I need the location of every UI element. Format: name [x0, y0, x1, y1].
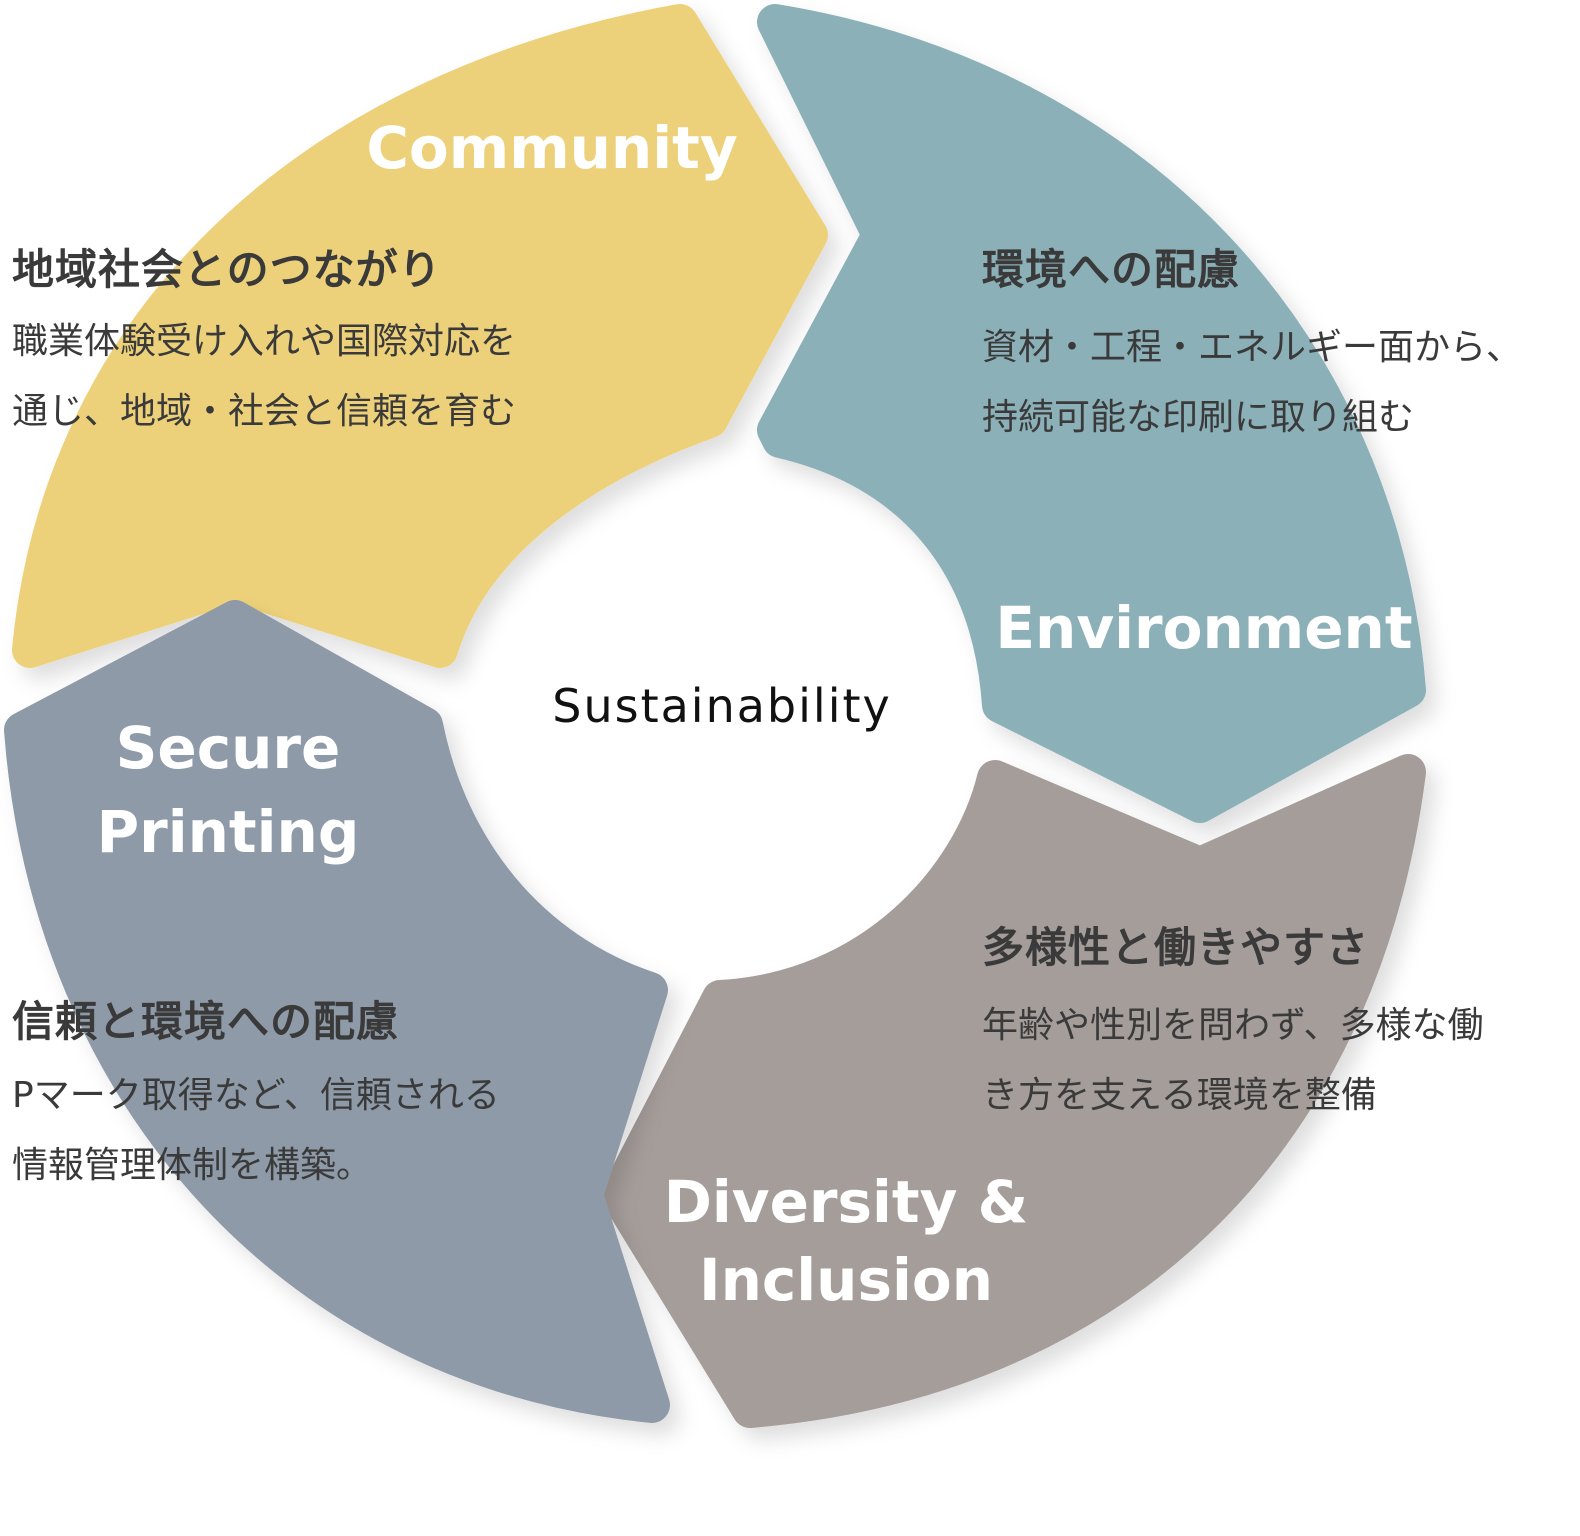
- community-body-line1: 職業体験受け入れや国際対応を: [12, 321, 517, 362]
- secure-title-line1: Secure: [116, 714, 341, 782]
- diversity-segment: [600, 754, 1426, 1428]
- secure-body-line2: 情報管理体制を構築。: [12, 1145, 373, 1186]
- environment-segment: [757, 4, 1426, 823]
- diversity-title-line1: Diversity &: [664, 1168, 1028, 1236]
- diversity-heading: 多様性と働きやすさ: [982, 923, 1370, 972]
- secure-heading: 信頼と環境への配慮: [12, 997, 400, 1046]
- community-title: Community: [366, 114, 737, 182]
- diversity-title-line2: Inclusion: [699, 1246, 993, 1314]
- secure-segment: [4, 600, 670, 1423]
- environment-body-line2: 持続可能な印刷に取り組む: [982, 397, 1415, 438]
- community-heading: 地域社会とのつながり: [12, 245, 442, 294]
- diversity-body-line2: き方を支える環境を整備: [982, 1075, 1377, 1116]
- center-label: Sustainability: [552, 679, 891, 733]
- environment-heading: 環境への配慮: [982, 245, 1241, 294]
- environment-body-line1: 資材・工程・エネルギー面から、: [982, 327, 1523, 368]
- community-body-line2: 通じ、地域・社会と信頼を育む: [12, 391, 517, 432]
- secure-body-line1: Pマーク取得など、信頼される: [12, 1075, 500, 1116]
- secure-title-line2: Printing: [97, 798, 360, 866]
- community-segment: [12, 4, 828, 668]
- environment-title: Environment: [995, 594, 1412, 662]
- diversity-body-line1: 年齢や性別を問わず、多様な働: [982, 1005, 1484, 1046]
